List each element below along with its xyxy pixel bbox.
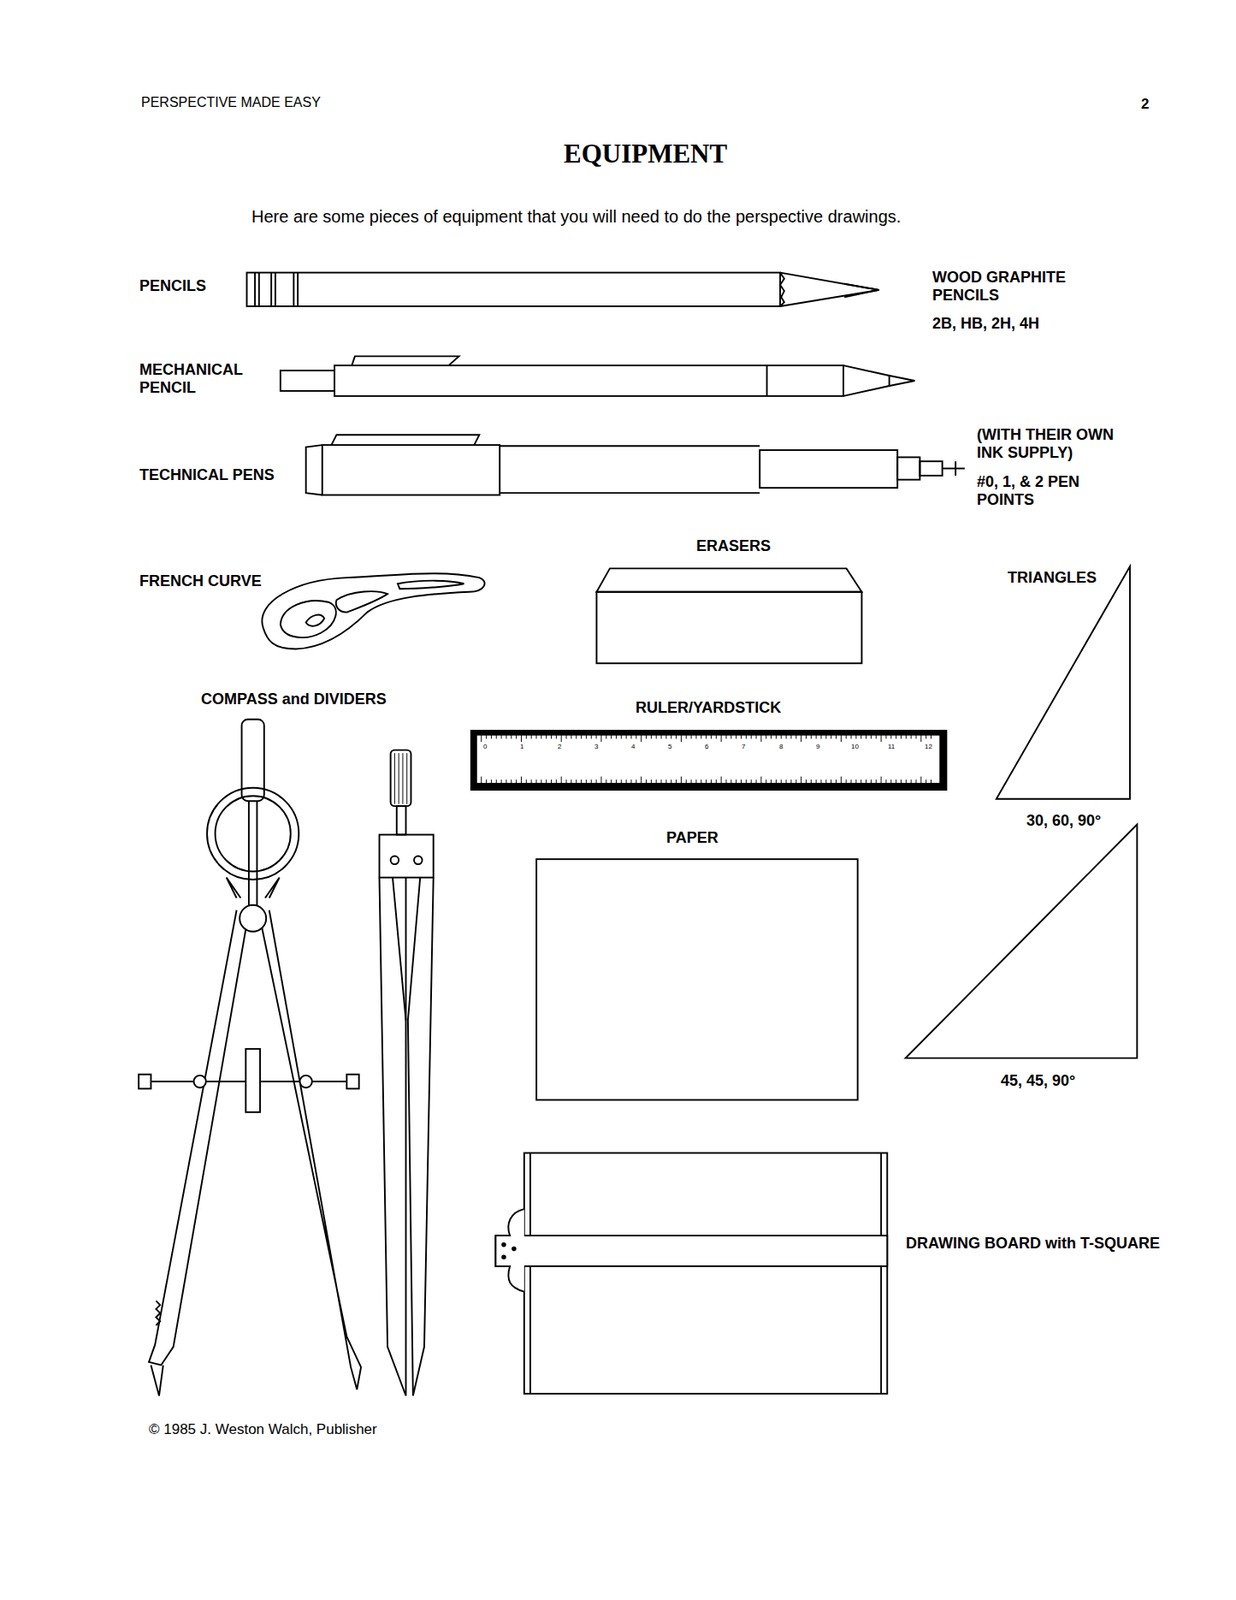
ruler-number: 11	[887, 743, 895, 751]
equipment-label: ERASERS	[696, 537, 771, 556]
equipment-label: 2B, HB, 2H, 4H	[932, 314, 1040, 333]
ruler-number: 7	[741, 743, 746, 751]
running-header: PERSPECTIVE MADE EASY	[141, 94, 321, 111]
technical-pen-drawing	[306, 434, 965, 495]
copyright-note: © 1985 J. Weston Walch, Publisher	[148, 1420, 378, 1438]
drawing-board-drawing	[495, 1153, 888, 1394]
equipment-label: RULER/YARDSTICK	[635, 698, 781, 717]
triangle-45-45-90	[905, 824, 1138, 1059]
equipment-label: PENCILS	[139, 277, 207, 296]
ruler-number: 0	[483, 743, 487, 751]
ruler-number: 9	[816, 743, 820, 751]
ruler-number: 2	[557, 743, 562, 751]
ruler-number: 10	[851, 743, 859, 751]
equipment-label: MECHANICAL PENCIL	[139, 360, 257, 397]
page-number: 2	[1141, 95, 1149, 113]
french-curve-drawing	[261, 573, 485, 649]
ruler-number: 5	[668, 743, 672, 751]
dividers-drawing	[379, 750, 434, 1396]
ruler-number: 12	[924, 743, 933, 751]
paper-drawing	[536, 858, 858, 1100]
ruler-number: 4	[631, 743, 635, 751]
ruler-number: 8	[779, 743, 783, 751]
ruler-drawing	[471, 730, 947, 790]
equipment-label: WOOD GRAPHITE PENCILS	[932, 268, 1086, 304]
equipment-label: (WITH THEIR OWN INK SUPPLY)	[976, 425, 1130, 462]
pencil-drawing	[247, 272, 880, 307]
equipment-label: #0, 1, & 2 PEN POINTS	[976, 473, 1100, 509]
equipment-label: DRAWING BOARD with T-SQUARE	[905, 1234, 1160, 1253]
intro-text: Here are some pieces of equipment that y…	[251, 206, 1042, 228]
ruler-number: 3	[594, 743, 598, 751]
page-title: EQUIPMENT	[563, 138, 728, 170]
equipment-label: 45, 45, 90°	[1000, 1071, 1076, 1090]
compass-drawing	[138, 719, 361, 1396]
equipment-label: TRIANGLES	[1007, 568, 1097, 587]
ruler-number: 1	[520, 743, 524, 751]
ruler-number: 6	[704, 743, 709, 751]
equipment-label: FRENCH CURVE	[139, 572, 262, 591]
equipment-label: TECHNICAL PENS	[139, 466, 275, 485]
eraser-drawing	[596, 567, 862, 663]
equipment-label: COMPASS and DIVIDERS	[201, 690, 387, 709]
triangle-30-60-90	[996, 566, 1130, 799]
equipment-label: PAPER	[666, 828, 719, 847]
mechanical-pencil-drawing	[280, 355, 916, 396]
equipment-label: 30, 60, 90°	[1026, 811, 1101, 830]
